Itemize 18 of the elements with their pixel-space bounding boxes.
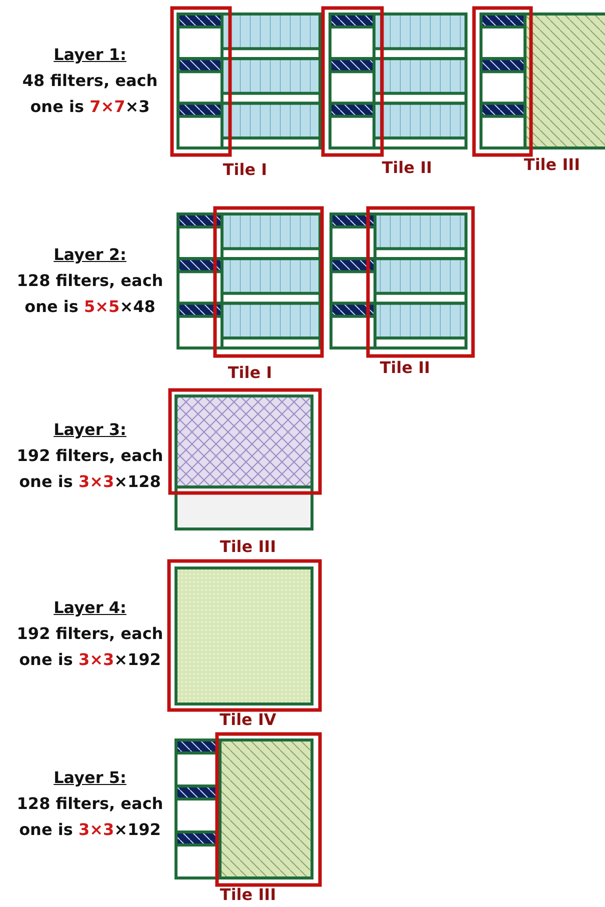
filter-description: 128 filters, each one is 3×3×192: [16, 793, 164, 841]
tile-label: Tile II: [380, 157, 434, 179]
layer-heading: Layer 5:: [52, 767, 128, 789]
layer-heading: Layer 4:: [52, 597, 128, 619]
filter-description: 192 filters, each one is 3×3×128: [16, 445, 164, 493]
tile-label: Tile III: [218, 536, 278, 558]
tile-label: Tile I: [222, 159, 268, 181]
tile-label: Tile I: [226, 362, 274, 384]
tile-label: Tile IV: [218, 709, 278, 731]
tile-label: Tile III: [522, 154, 582, 176]
filter-description: 128 filters, each one is 5×5×48: [16, 270, 164, 318]
filter-description: 192 filters, each one is 3×3×192: [16, 623, 164, 671]
filter-description: 48 filters, each one is 7×7×3: [21, 70, 159, 118]
layer-heading: Layer 1:: [52, 44, 128, 66]
tile-label: Tile II: [378, 357, 432, 379]
layer-heading: Layer 2:: [52, 244, 128, 266]
tile-label: Tile III: [218, 884, 278, 906]
layer-heading: Layer 3:: [52, 419, 128, 441]
